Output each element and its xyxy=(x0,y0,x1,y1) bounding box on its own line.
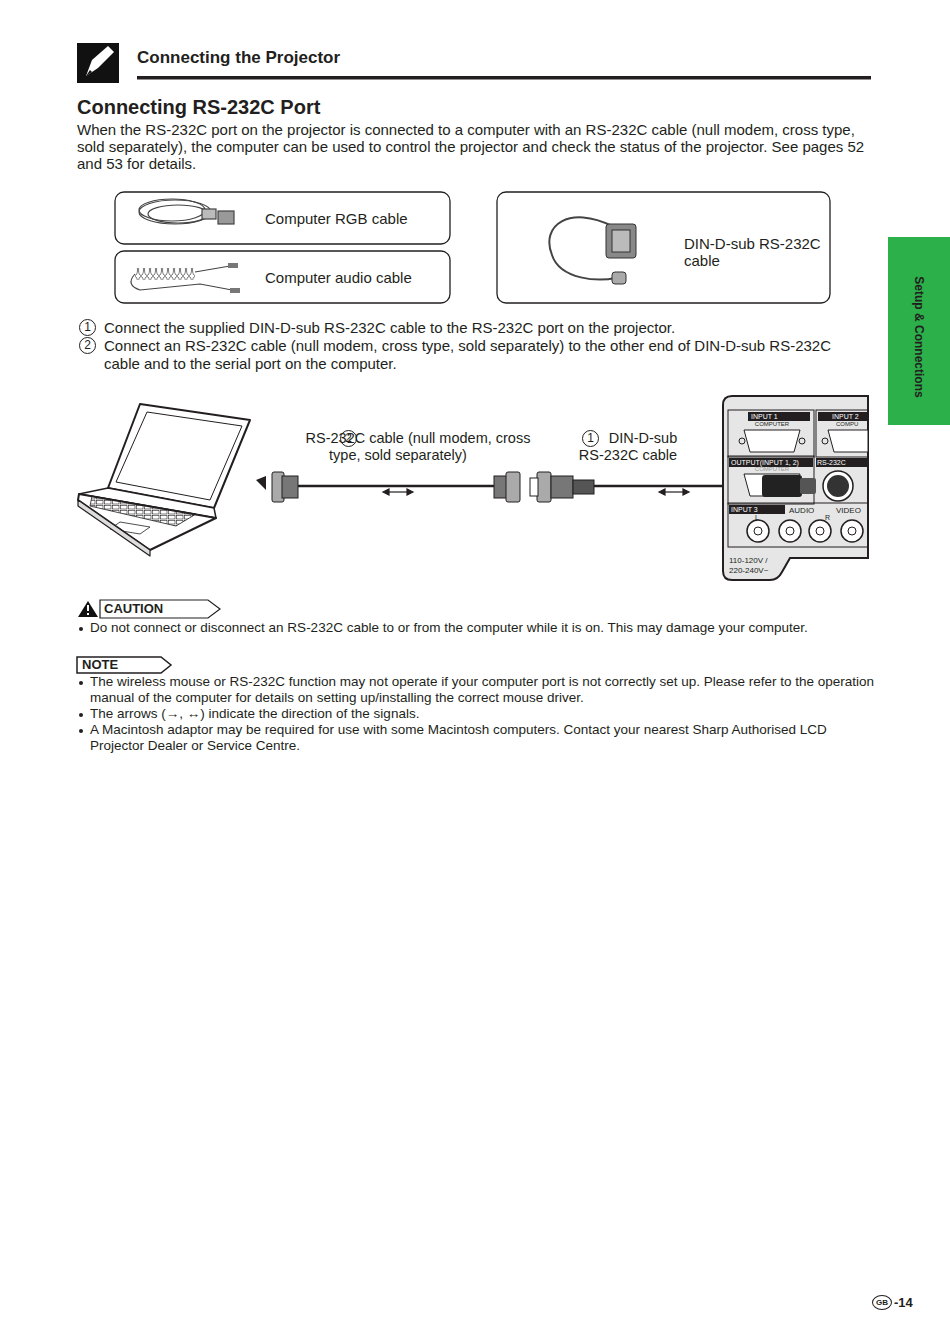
port-tab: RS-232C xyxy=(816,458,867,467)
header-icon xyxy=(77,43,119,83)
callout-number: 2 xyxy=(79,337,96,354)
port-tab: INPUT 3 xyxy=(729,505,785,514)
jack-label: R xyxy=(825,514,833,521)
accessory-box: Computer RGB cable xyxy=(265,210,435,230)
port-label: COMPU xyxy=(836,421,868,427)
node-text: CAUTION xyxy=(100,600,220,618)
voltage-label: 110-120V / 220-240V~ xyxy=(729,556,781,576)
note-badge: NOTE xyxy=(77,657,171,673)
accessory-box: Computer audio cable xyxy=(265,269,435,289)
node-text: NOTE xyxy=(77,657,171,673)
page-number: -14 xyxy=(894,1295,924,1310)
projector-panel xyxy=(723,396,868,580)
audio-cable-illustration xyxy=(131,263,240,293)
node-text: Setup & Connections xyxy=(912,276,926,397)
port-tab: INPUT 1 xyxy=(748,412,810,421)
page-title: Connecting RS-232C Port xyxy=(77,96,577,119)
port-tab: OUTPUT(INPUT 1, 2) xyxy=(729,458,813,467)
node-text: INPUT 3 xyxy=(729,505,785,514)
caution-icon xyxy=(78,601,98,617)
port-label: AUDIO xyxy=(789,506,819,515)
rgb-cable-illustration xyxy=(139,199,234,224)
note-text: The wireless mouse or RS-232C function m… xyxy=(90,674,880,706)
side-tab: Setup & Connections xyxy=(888,237,950,425)
accessory-box: DIN-D-sub RS-232C cable xyxy=(684,235,824,275)
cable-run xyxy=(272,472,762,502)
step-text: Connect an RS-232C cable (null modem, cr… xyxy=(104,337,856,373)
jack-label: L xyxy=(755,514,763,521)
note-text: The arrows (→, ↔) indicate the direction… xyxy=(90,706,880,722)
step-text: Connect the supplied DIN-D-sub RS-232C c… xyxy=(104,319,864,336)
port-label: VIDEO xyxy=(836,506,868,515)
accessory-box-outlines xyxy=(115,192,830,303)
node-text: OUTPUT(INPUT 1, 2) xyxy=(729,458,813,467)
header-rule xyxy=(137,76,871,80)
callout-number: 1 xyxy=(79,319,96,336)
cable-label: DIN-D-sub RS-232C cable xyxy=(572,430,684,464)
din-cable-illustration xyxy=(549,217,636,284)
callout-number: 1 xyxy=(582,430,599,447)
intro-paragraph: When the RS-232C port on the projector i… xyxy=(77,121,873,172)
node-text: DIN-D-sub RS-232C cable xyxy=(684,235,824,269)
page-region-badge: GB xyxy=(872,1295,892,1310)
caution-text: Do not connect or disconnect an RS-232C … xyxy=(90,620,890,636)
node-text: INPUT 2 xyxy=(818,412,868,421)
node-text: GB xyxy=(873,1296,891,1309)
node-text: Computer RGB cable xyxy=(265,210,435,227)
caution-badge: CAUTION xyxy=(100,600,220,618)
cable-label: RS-232C cable (null modem, cross type, s… xyxy=(262,430,534,464)
port-label: COMPUTER xyxy=(744,421,800,427)
bullets xyxy=(79,627,83,733)
port-tab: INPUT 2 xyxy=(818,412,868,421)
signal-arrows xyxy=(383,489,689,495)
laptop-illustration xyxy=(78,404,266,556)
note-text: A Macintosh adaptor may be required for … xyxy=(90,722,880,754)
node-text: Computer audio cable xyxy=(265,269,435,286)
node-text: RS-232C xyxy=(816,458,867,467)
running-header: Connecting the Projector xyxy=(137,48,537,68)
node-text: INPUT 1 xyxy=(748,412,810,421)
